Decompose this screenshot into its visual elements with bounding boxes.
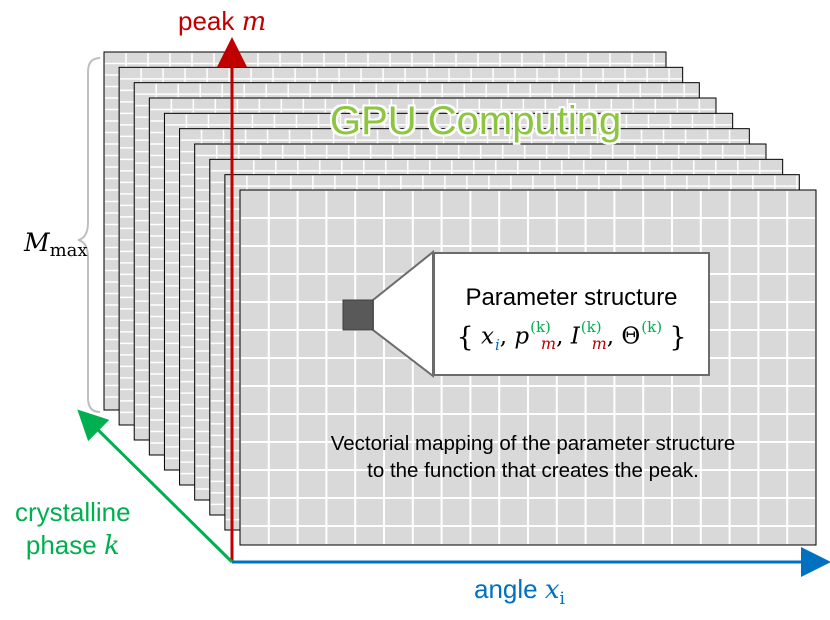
formula-theta: Θ [621,323,641,350]
formula-I: I [570,323,580,350]
horizontal-axis-text: angle [474,574,545,604]
formula-close-brace: } [669,322,687,353]
gpu-computing-title: GPU Computing [330,99,622,143]
formula-p-sub: m [540,333,557,353]
horizontal-axis-label: angle xi [474,574,565,608]
horizontal-axis-var: x [544,575,560,605]
horizontal-axis-sub: i [559,589,565,609]
vertical-axis-var: m [241,7,267,37]
depth-axis-line1: crystalline [15,497,131,527]
formula-theta-sup: (k) [641,317,663,336]
mapping-caption: Vectorial mapping of the parameter struc… [240,430,826,484]
vertical-axis-label: peak m [178,8,266,35]
parameter-structure-title: Parameter structure [465,284,678,311]
parameter-formula: { xi, p(k)m, I(k)m, Θ(k) } [435,318,708,354]
stack-count-sub: max [49,240,88,261]
formula-x-sub: i [494,335,500,354]
stack-count-base: M [24,228,50,257]
parameter-structure-box: Parameter structure { xi, p(k)m, I(k)m, … [433,252,710,376]
formula-comma-2: , [556,323,564,350]
brace-path [77,57,101,413]
highlighted-cell [342,299,374,331]
formula-p: p [514,323,530,350]
formula-x: x [480,323,494,350]
formula-I-sup: (k) [580,317,602,336]
axes [77,37,830,577]
formula-comma-1: , [499,323,508,350]
stack-count-label: Mmax [24,228,88,260]
depth-axis-line2: phase [25,530,104,560]
depth-axis-label: crystalline phase k [15,496,131,563]
vertical-axis-text: peak [178,6,242,36]
formula-comma-3: , [606,323,615,350]
formula-open-brace: { [456,322,474,353]
caption-line-1: Vectorial mapping of the parameter struc… [330,432,736,455]
stack-brace [77,57,101,413]
depth-axis-var: k [103,531,120,561]
formula-I-sub: m [591,333,607,353]
depth-axis-arrow [77,409,234,564]
caption-line-2: to the function that creates the peak. [367,459,699,482]
formula-p-sup: (k) [530,317,551,336]
